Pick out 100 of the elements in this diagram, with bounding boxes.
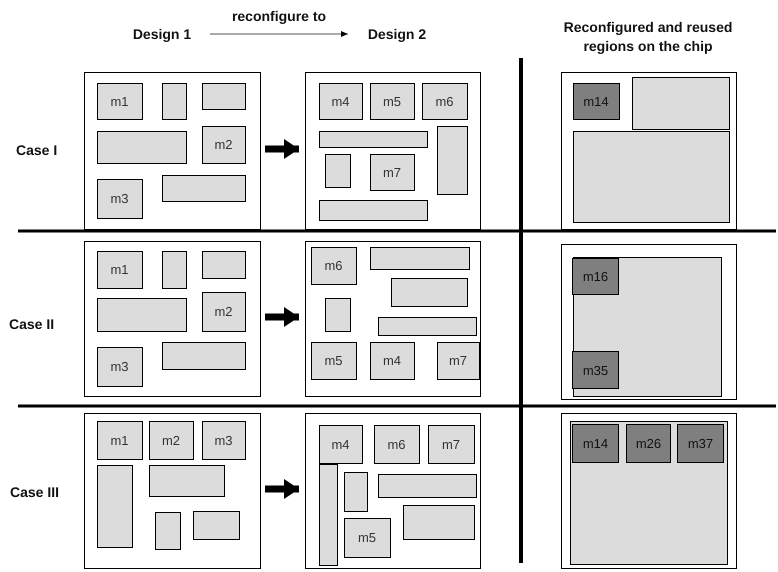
module-block <box>374 424 420 464</box>
module-name: m6 <box>387 436 406 452</box>
module-name: m4 <box>382 353 402 368</box>
module-block <box>202 82 246 110</box>
module-block <box>370 246 470 270</box>
module-block <box>378 474 476 498</box>
module-block <box>96 346 142 386</box>
module-name: m1 <box>110 432 129 448</box>
module-block <box>96 178 142 218</box>
module-block <box>344 472 368 512</box>
module-block <box>154 512 180 550</box>
module-name: m16 <box>582 269 608 284</box>
module-name: m7 <box>382 164 402 180</box>
module-block <box>202 292 246 332</box>
module-name: m3 <box>110 191 129 206</box>
module-block <box>202 250 246 278</box>
module-name: m14 <box>582 436 608 451</box>
arrow <box>210 31 348 37</box>
module-block <box>148 420 194 460</box>
reused-module-block <box>572 258 619 295</box>
module-name: m5 <box>358 530 376 545</box>
module-name: m5 <box>324 353 343 368</box>
module-block <box>162 342 246 370</box>
module-block <box>572 130 730 222</box>
module-name: m7 <box>442 436 460 452</box>
design-frame <box>84 413 261 569</box>
region-block <box>570 420 728 564</box>
module-block <box>422 82 468 120</box>
edge-label: reconfigure to <box>230 8 328 24</box>
module-block <box>310 342 356 380</box>
reused-module-block <box>572 351 619 389</box>
module-block <box>324 154 350 188</box>
module-block <box>370 342 414 380</box>
module-block <box>202 420 246 460</box>
design-label: Design 2 <box>352 24 442 44</box>
module-block <box>310 246 356 284</box>
module-block <box>390 278 468 306</box>
module-name: m1 <box>110 94 129 108</box>
module-block <box>192 510 240 540</box>
module-name: m6 <box>435 94 454 108</box>
block-arrow <box>265 479 299 499</box>
module-block <box>96 82 142 120</box>
reused-module-block <box>626 424 671 463</box>
module-block <box>318 200 428 220</box>
module-name: m14 <box>583 94 609 108</box>
block-arrow <box>265 307 299 327</box>
case-label: Case III <box>10 484 60 500</box>
module-block <box>96 130 186 164</box>
module-name: m37 <box>688 436 714 451</box>
module-block <box>202 126 246 164</box>
module-block <box>148 464 224 496</box>
module-name: m2 <box>162 432 180 448</box>
module-block <box>324 298 350 332</box>
module-name: m3 <box>214 432 233 448</box>
module-block <box>318 130 428 148</box>
module-block <box>436 126 468 194</box>
module-block <box>96 298 186 332</box>
module-block <box>162 174 246 202</box>
module-block <box>428 424 474 464</box>
module-block <box>378 316 476 336</box>
module-name: m2 <box>214 137 233 152</box>
module-name: m5 <box>382 94 402 108</box>
module-block <box>402 504 474 540</box>
design-frame <box>305 241 481 397</box>
design-frame <box>561 72 737 230</box>
module-block <box>96 420 142 460</box>
module-name: m7 <box>448 353 468 368</box>
design-frame <box>84 72 261 230</box>
module-name: m26 <box>636 436 662 451</box>
case-label: Case II <box>9 316 54 332</box>
module-block <box>96 250 142 288</box>
module-block <box>632 76 730 130</box>
module-block <box>370 154 414 190</box>
block-arrow <box>265 139 299 159</box>
region-block <box>572 256 722 396</box>
case-label: Case I <box>16 142 58 158</box>
module-name: m6 <box>324 258 343 273</box>
module-block <box>96 464 132 548</box>
reused-module-block <box>572 424 619 463</box>
module-block <box>370 82 414 120</box>
module-name: m1 <box>110 262 129 277</box>
design-frame <box>84 241 261 397</box>
module-name: m35 <box>582 362 608 378</box>
module-block <box>436 342 480 380</box>
module-block <box>162 82 186 120</box>
design-label: Design 1 <box>118 24 206 44</box>
module-block <box>318 424 362 464</box>
module-block <box>318 464 338 566</box>
section-heading: Reconfigured and reused regions on the chip <box>562 18 734 56</box>
module-block <box>318 82 362 120</box>
design-frame <box>305 413 481 569</box>
design-frame <box>561 244 737 400</box>
module-name: m2 <box>214 304 233 319</box>
module-name: m4 <box>331 436 350 452</box>
design-frame <box>561 413 737 569</box>
module-name: m4 <box>331 94 350 108</box>
module-name: m3 <box>110 359 129 374</box>
design-frame <box>305 72 481 230</box>
reused-module-block <box>677 424 724 463</box>
module-block <box>344 518 390 558</box>
